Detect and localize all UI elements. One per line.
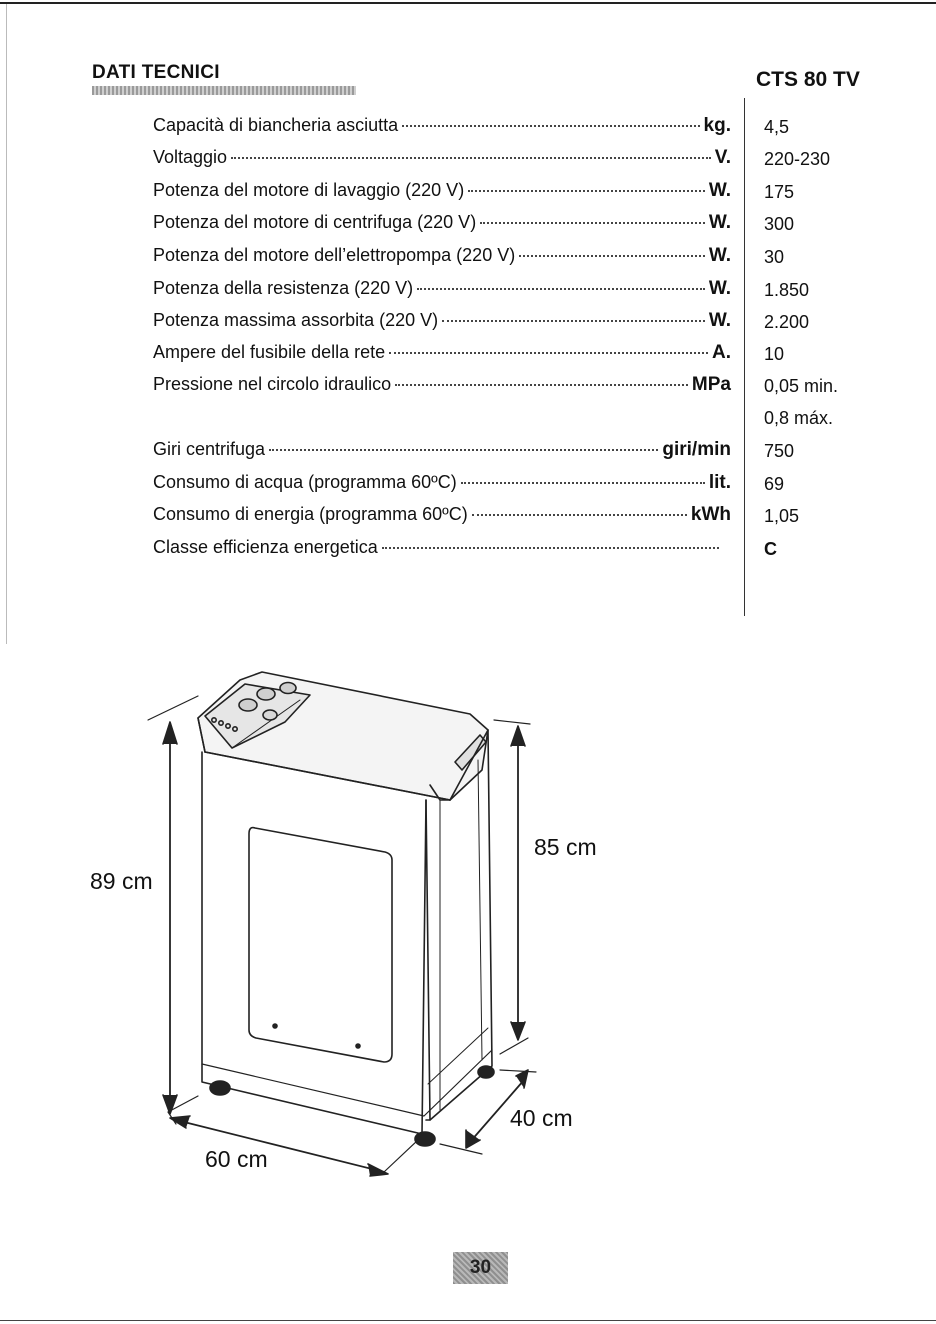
spec-value: 30: [764, 247, 785, 267]
model-name: CTS 80 TV: [756, 68, 860, 91]
spec-unit: giri/min: [662, 439, 731, 460]
spec-label: Capacità di biancheria asciutta: [153, 115, 399, 135]
leader-dots: [460, 482, 705, 484]
spec-unit: kg.: [703, 115, 731, 136]
leader-dots: [402, 125, 700, 127]
spec-unit: A.: [712, 342, 731, 363]
spec-label: Potenza del motore dell’elettropompa (22…: [153, 245, 516, 265]
spec-row: Potenza massima assorbita (220 V) W.: [153, 310, 731, 340]
left-margin-rule: [6, 4, 7, 644]
spec-unit: kWh: [690, 504, 731, 525]
leader-dots: [442, 320, 705, 322]
spec-value: 2.200: [764, 312, 810, 332]
spec-row: Pressione nel circolo idraulico MPa: [153, 374, 731, 404]
spec-label: Consumo di energia (programma 60ºC): [153, 504, 468, 524]
spec-value: C: [764, 539, 777, 559]
spec-label: Potenza del motore di centrifuga (220 V): [153, 212, 477, 232]
leader-dots: [468, 190, 705, 192]
dimension-height-label: 89 cm: [90, 868, 153, 894]
leader-dots: [395, 384, 688, 386]
spec-value: 0,8 máx.: [764, 408, 834, 428]
leader-dots: [381, 547, 719, 549]
spec-row: Potenza del motore di centrifuga (220 V)…: [153, 212, 731, 242]
spec-value: 220-230: [764, 149, 831, 169]
spec-row: Consumo di acqua (programma 60ºC) lit.: [153, 472, 731, 502]
leader-dots: [389, 352, 708, 354]
spec-row: Consumo di energia (programma 60ºC) kWh: [153, 504, 731, 534]
spec-unit: lit.: [708, 472, 731, 493]
spec-unit: W.: [708, 310, 731, 331]
spec-label: Giri centrifuga: [153, 439, 266, 459]
column-divider: [744, 98, 745, 616]
spec-value: 1.850: [764, 280, 810, 300]
section-heading: DATI TECNICI: [92, 62, 220, 83]
spec-label: Voltaggio: [153, 147, 228, 167]
leader-dots: [417, 288, 705, 290]
top-rule: [0, 2, 936, 4]
spec-row: Ampere del fusibile della rete A.: [153, 342, 731, 372]
spec-label: Classe efficienza energetica: [153, 537, 378, 557]
spec-label: Potenza del motore di lavaggio (220 V): [153, 180, 465, 200]
bottom-rule: [0, 1320, 936, 1321]
spec-value: 0,05 min.: [764, 376, 839, 396]
spec-value: 300: [764, 214, 795, 234]
spec-unit: W.: [708, 180, 731, 201]
spec-label: Consumo di acqua (programma 60ºC): [153, 472, 457, 492]
page-number: 30: [453, 1252, 508, 1284]
leader-dots: [471, 514, 687, 516]
spec-row: Potenza del motore dell’elettropompa (22…: [153, 245, 731, 275]
spec-value: 750: [764, 441, 795, 461]
spec-row: Giri centrifuga giri/min: [153, 439, 731, 469]
spec-value: 69: [764, 474, 785, 494]
spec-unit: V.: [714, 147, 731, 168]
spec-label: Pressione nel circolo idraulico: [153, 374, 392, 394]
spec-label: Potenza massima assorbita (220 V): [153, 310, 439, 330]
spec-value: 1,05: [764, 506, 800, 526]
leader-dots: [519, 255, 705, 257]
spec-value: 10: [764, 344, 785, 364]
spec-label: Potenza della resistenza (220 V): [153, 278, 414, 298]
spec-unit: W.: [708, 245, 731, 266]
leader-dots: [231, 157, 711, 159]
spec-unit: MPa: [691, 374, 731, 395]
heading-underline-bar: [92, 86, 356, 95]
spec-row: Potenza della resistenza (220 V) W.: [153, 278, 731, 308]
dimension-body-height-label: 85 cm: [534, 834, 597, 860]
spec-row: Voltaggio V.: [153, 147, 731, 177]
spec-value: 4,5: [764, 117, 790, 137]
spec-row: Classe efficienza energetica: [153, 537, 723, 567]
dimension-depth-label: 40 cm: [510, 1105, 573, 1131]
spec-label: Ampere del fusibile della rete: [153, 342, 386, 362]
leader-dots: [480, 222, 705, 224]
spec-row: Capacità di biancheria asciutta kg.: [153, 115, 731, 145]
dimension-width-label: 60 cm: [205, 1146, 268, 1172]
spec-value: 175: [764, 182, 795, 202]
leader-dots: [269, 449, 659, 451]
spec-row: Potenza del motore di lavaggio (220 V) W.: [153, 180, 731, 210]
spec-unit: W.: [708, 278, 731, 299]
spec-unit: W.: [708, 212, 731, 233]
